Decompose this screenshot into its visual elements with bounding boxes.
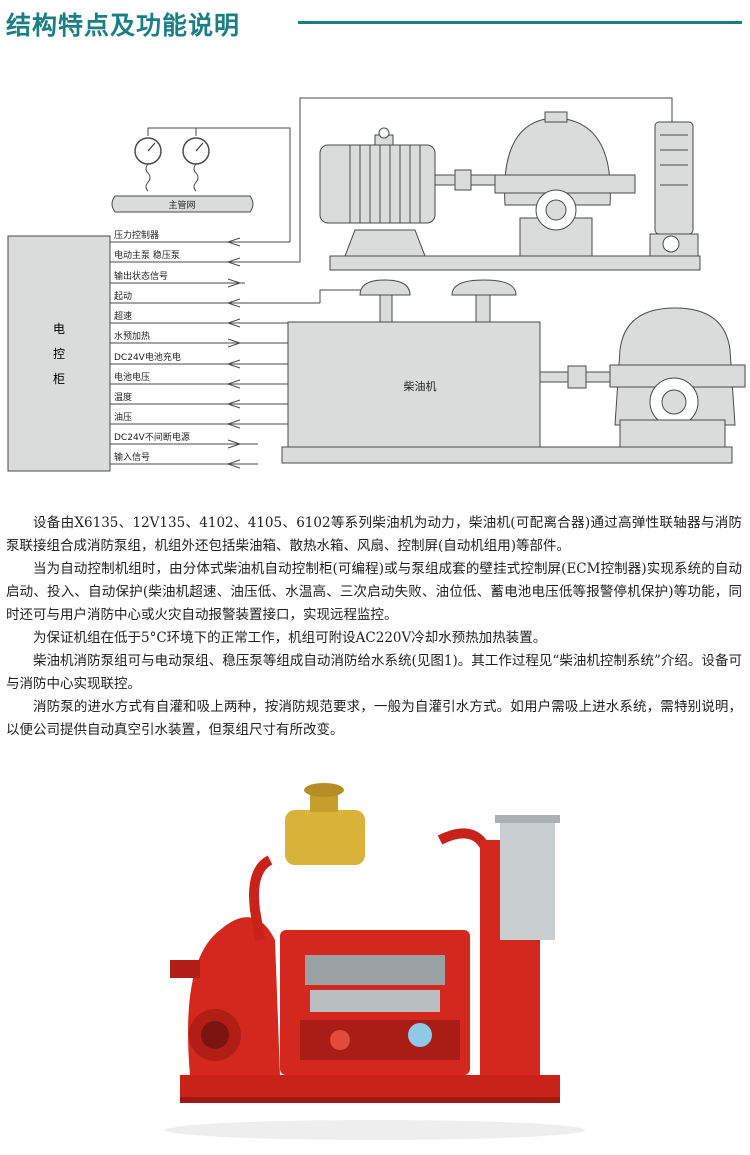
wire-pressure-loop — [147, 127, 291, 242]
wire-motor-loop — [299, 97, 673, 262]
main-pipe-label: 主管网 — [168, 199, 195, 211]
signal-lines — [110, 241, 380, 465]
diesel-pump-set — [281, 279, 746, 464]
signal-label-pressure-controller: 压力控制器 — [114, 229, 159, 241]
paragraph: 消防泵的进水方式有自灌和吸上两种，按消防规范要求，一般为自灌引水方式。如用户需吸… — [6, 699, 742, 738]
paragraph: 为保证机组在低于5°C环境下的正常工作，机组可附设AC220V冷却水预热加热装置… — [33, 630, 547, 646]
paragraph: 当为自动控制机组时，由分体式柴油机自动控制柜(可编程)或与泵组成套的壁挂式控制屏… — [6, 561, 742, 623]
signal-label-start: 起动 — [114, 291, 132, 302]
skid-base — [180, 1075, 560, 1103]
signal-label-output-status: 输出状态信号 — [114, 270, 168, 282]
cabinet-label-1: 电 — [53, 322, 65, 336]
air-filter — [285, 783, 365, 865]
cabinet-label-3: 柜 — [53, 372, 65, 386]
header-rule — [298, 21, 742, 24]
signal-label-ups: DC24V不间断电源 — [114, 431, 190, 443]
signal-label-input: 输入信号 — [114, 451, 150, 463]
paragraph: 柴油机消防泵组可与电动泵组、稳压泵等组成自动消防给水系统(见图1)。其工作过程见… — [6, 653, 742, 692]
engine-body — [280, 930, 470, 1075]
signal-label-motor-pump: 电动主泵 稳压泵 — [114, 249, 180, 261]
electric-pump-set — [319, 111, 701, 271]
signal-label-overspeed: 超速 — [114, 310, 132, 322]
pump-casing — [170, 917, 280, 1075]
signal-label-oil-pressure: 油压 — [114, 411, 132, 423]
description-text: 设备由X6135、12V135、4102、4105、6102等系列柴油机为动力，… — [6, 512, 742, 742]
diesel-engine-block — [287, 321, 541, 448]
radiator-frame — [480, 815, 560, 1075]
signal-label-water-preheat: 水预加热 — [114, 330, 150, 342]
engine-label: 柴油机 — [404, 379, 437, 393]
pressure-gauge-2 — [182, 137, 210, 192]
signal-label-temperature: 温度 — [114, 391, 132, 403]
signal-arrows — [226, 237, 242, 469]
section-title: 结构特点及功能说明 — [6, 11, 241, 40]
paragraph: 设备由X6135、12V135、4102、4105、6102等系列柴油机为动力，… — [6, 515, 742, 554]
diesel-pump-unit-photo — [165, 783, 585, 1140]
signal-label-battery-voltage: 电池电压 — [114, 371, 150, 383]
signal-labels: 压力控制器 电动主泵 稳压泵 输出状态信号 起动 超速 水预加热 DC24V电池… — [114, 229, 190, 463]
cabinet-label-2: 控 — [53, 347, 65, 361]
signal-label-battery-charge: DC24V电池充电 — [114, 351, 181, 363]
system-diagram: 主管网 电 控 柜 压力控制器 电动主泵 稳压泵 输出状态信号 — [7, 97, 746, 472]
section-header: 结构特点及功能说明 — [0, 0, 750, 50]
main-pipe — [111, 195, 254, 213]
control-cabinet — [7, 235, 111, 472]
pressure-gauge-1 — [134, 137, 162, 192]
